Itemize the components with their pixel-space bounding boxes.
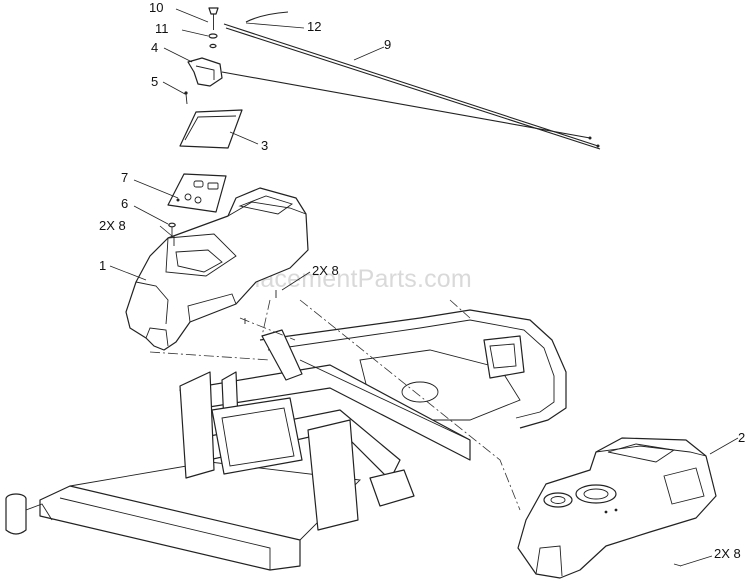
cable-assembly	[221, 11, 601, 150]
lever-part-4	[187, 57, 223, 87]
callout-11: 11	[155, 21, 169, 36]
callout-4: 4	[151, 40, 158, 55]
cover-plate-part-3	[179, 109, 243, 149]
leader-lines	[109, 8, 739, 567]
washer-part-11	[208, 33, 218, 49]
callout-9: 9	[384, 37, 391, 52]
callout-8-middle: 2X 8	[312, 263, 339, 278]
callout-10: 10	[149, 0, 163, 15]
callout-2: 2	[738, 430, 745, 445]
callout-8-bottom: 2X 8	[714, 546, 741, 561]
callout-8-top: 2X 8	[99, 218, 126, 233]
callout-5: 5	[151, 74, 158, 89]
console-part-1	[125, 187, 309, 351]
callout-1: 1	[99, 258, 106, 273]
fastener-part-8	[173, 236, 682, 567]
control-panel-part-7	[167, 173, 227, 213]
assembly-centerlines	[149, 299, 521, 511]
knob-part-10	[208, 7, 219, 30]
chassis-frame	[5, 309, 567, 571]
callout-12: 12	[307, 19, 321, 34]
callout-7: 7	[121, 170, 128, 185]
callout-3: 3	[261, 138, 268, 153]
callout-6: 6	[121, 196, 128, 211]
callout-labels: 10 11 4 5 12 9 3 7 6 2X 8 1 2X 8 2 2X 8	[99, 0, 745, 561]
screw-part-5	[184, 91, 188, 105]
console-part-2	[517, 437, 717, 579]
